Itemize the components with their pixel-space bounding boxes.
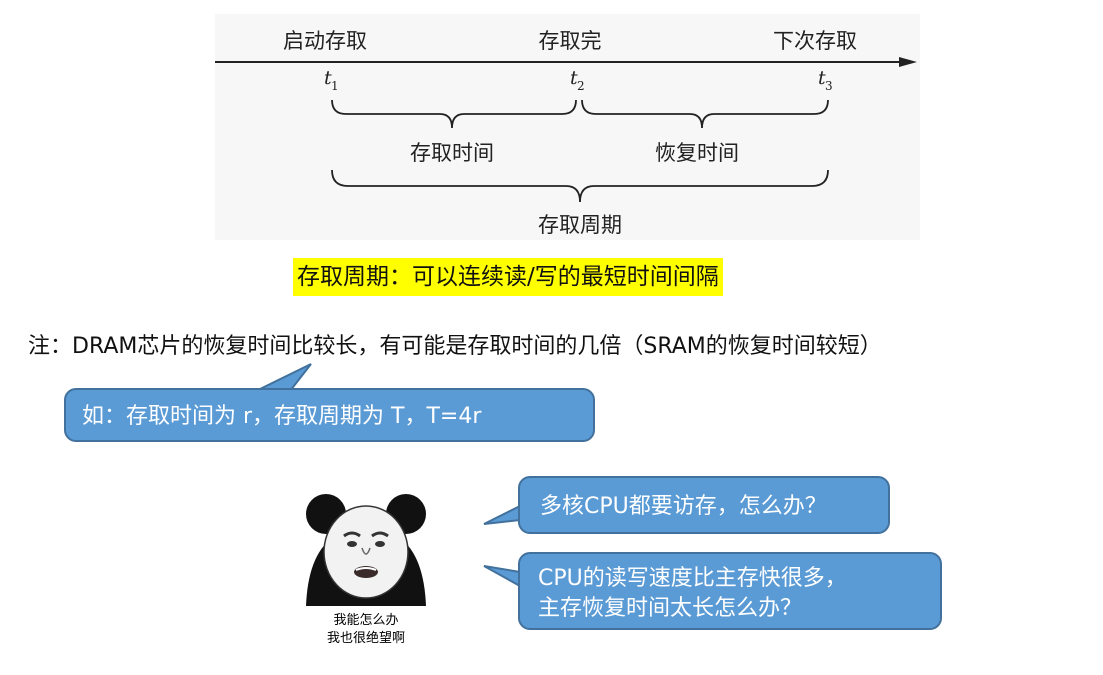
- access-cycle-brace: [331, 169, 829, 203]
- question-callout-2-tail: [483, 565, 521, 588]
- definition-highlight: 存取周期：可以连续读/写的最短时间间隔: [293, 258, 723, 296]
- tick-t2: t 2: [570, 67, 585, 93]
- event-next-access: 下次存取: [773, 29, 857, 53]
- speed-gap-line-1: CPU的读写速度比主存快很多，: [538, 566, 847, 591]
- diagram-background: [215, 14, 920, 240]
- label-access-time: 存取时间: [410, 141, 494, 165]
- tick-t1: t 1: [324, 67, 339, 93]
- meme-caption-line-2: 我也很绝望啊: [326, 631, 405, 646]
- label-recovery-time: 恢复时间: [655, 141, 739, 165]
- svg-text:1: 1: [331, 79, 339, 93]
- dram-note: 注：DRAM芯片的恢复时间比较长，有可能是存取时间的几倍（SRAM的恢复时间较短…: [28, 334, 882, 359]
- svg-text:t: t: [570, 67, 578, 89]
- speed-gap-line-2: 主存恢复时间太长怎么办？: [538, 596, 803, 621]
- timeline-diagram: 启动存取 存取完 下次存取 t 1 t 2 t 3 存取时间 恢复时间 存取周期: [215, 14, 920, 240]
- example-callout: 如：存取时间为 r，存取周期为 T，T=4r: [64, 388, 595, 442]
- svg-text:t: t: [324, 67, 332, 89]
- svg-text:t: t: [818, 67, 826, 89]
- question-callout-1-tail: [483, 504, 521, 525]
- meme-caption-line-1: 我能怎么办: [333, 613, 399, 628]
- panda-meme-image: [306, 494, 426, 606]
- recovery-time-brace: [581, 99, 829, 129]
- svg-text:3: 3: [825, 79, 833, 93]
- access-time-brace: [331, 99, 577, 129]
- axis-arrow-icon: [899, 57, 917, 67]
- label-access-cycle: 存取周期: [538, 213, 622, 237]
- meme-caption: 我能怎么办 我也很绝望啊: [302, 612, 430, 648]
- event-access-done: 存取完: [539, 29, 602, 53]
- svg-text:2: 2: [577, 79, 585, 93]
- multicore-question-callout: 多核CPU都要访存，怎么办？: [518, 476, 890, 534]
- event-start-access: 启动存取: [283, 29, 367, 53]
- speed-gap-question-callout: CPU的读写速度比主存快很多， 主存恢复时间太长怎么办？: [518, 552, 942, 630]
- tick-t3: t 3: [818, 67, 833, 93]
